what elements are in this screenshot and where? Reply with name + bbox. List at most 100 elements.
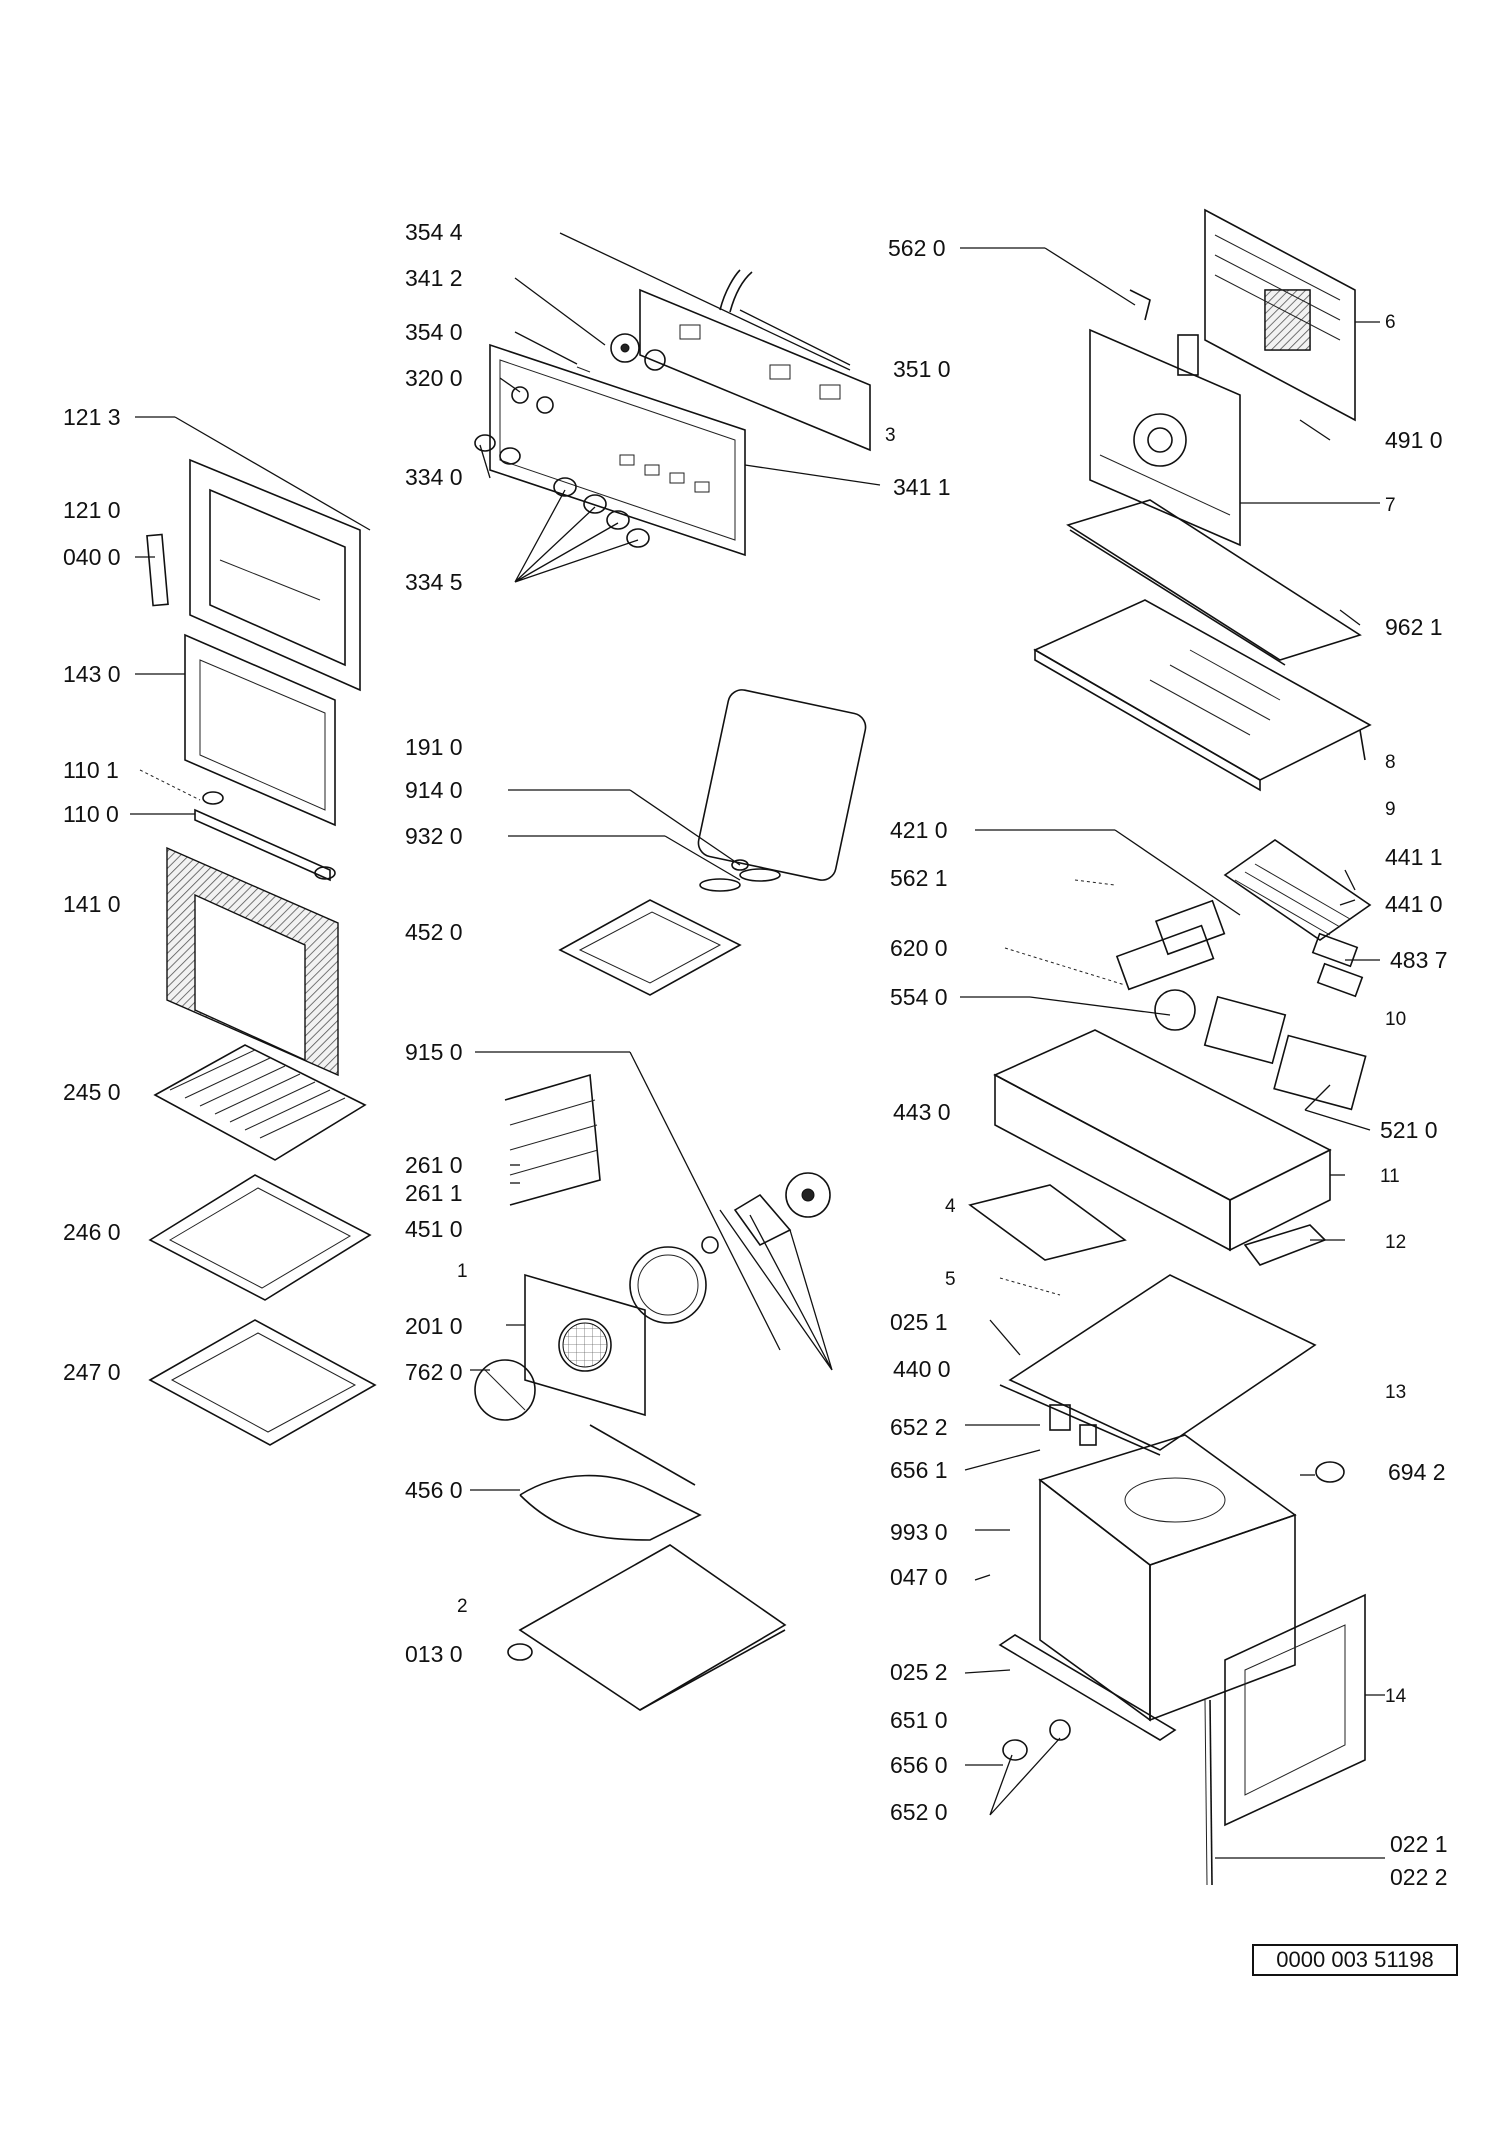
label-022-2: 022 2	[1390, 1864, 1448, 1890]
oven-base-part	[999, 1274, 1317, 1456]
label-group-4: 4	[945, 1196, 956, 1217]
label-491-0: 491 0	[1385, 427, 1443, 453]
label-354-0: 354 0	[405, 319, 463, 345]
label-334-5: 334 5	[405, 569, 463, 595]
label-group-3: 3	[885, 425, 896, 446]
label-040-0: 040 0	[63, 544, 121, 570]
label-656-1: 656 1	[890, 1457, 948, 1483]
inner-door-part	[184, 633, 336, 827]
cover-plates-part	[968, 1184, 1327, 1266]
label-351-0: 351 0	[893, 356, 951, 382]
label-group-6: 6	[1385, 312, 1396, 333]
label-993-0: 993 0	[890, 1519, 948, 1545]
label-521-0: 521 0	[1380, 1117, 1438, 1143]
label-110-1: 110 1	[63, 757, 119, 783]
label-022-1: 022 1	[1390, 1831, 1448, 1857]
hinge-rail-part	[1204, 1699, 1213, 1886]
label-141-0: 141 0	[63, 891, 121, 917]
label-440-0: 440 0	[893, 1356, 951, 1382]
label-914-0: 914 0	[405, 777, 463, 803]
bottom-panel-part	[507, 1544, 787, 1711]
label-694-2: 694 2	[1388, 1459, 1446, 1485]
label-261-1: 261 1	[405, 1180, 463, 1206]
timer-part	[1154, 989, 1367, 1111]
label-201-0: 201 0	[405, 1313, 463, 1339]
leader-lines	[130, 232, 1385, 1859]
top-cover-part	[1033, 599, 1372, 792]
label-191-0: 191 0	[405, 734, 463, 760]
label-341-1: 341 1	[893, 474, 951, 500]
label-group-14: 14	[1385, 1686, 1407, 1707]
label-443-0: 443 0	[893, 1099, 951, 1125]
label-421-0: 421 0	[890, 817, 948, 843]
label-441-0: 441 0	[1385, 891, 1443, 917]
door-trim-part	[194, 791, 336, 882]
circular-element-part	[629, 1246, 707, 1324]
label-656-0: 656 0	[890, 1752, 948, 1778]
fan-motor-part	[701, 1172, 831, 1254]
lamp-part	[1002, 1404, 1345, 1761]
label-441-1: 441 1	[1385, 844, 1443, 870]
label-915-0: 915 0	[405, 1039, 463, 1065]
label-562-1: 562 1	[890, 865, 948, 891]
label-562-0: 562 0	[888, 235, 946, 261]
top-heating-element-part	[558, 859, 781, 996]
label-651-0: 651 0	[890, 1707, 948, 1733]
label-group-13: 13	[1385, 1382, 1406, 1403]
label-620-0: 620 0	[890, 935, 948, 961]
fan-gasket-part	[474, 1359, 536, 1421]
label-652-2: 652 2	[890, 1414, 948, 1440]
label-110-0: 110 0	[63, 801, 119, 827]
label-456-0: 456 0	[405, 1477, 463, 1503]
label-962-1: 962 1	[1385, 614, 1443, 640]
label-483-7: 483 7	[1390, 947, 1448, 973]
wire-rack-part	[153, 1044, 367, 1161]
label-group-12: 12	[1385, 1232, 1406, 1253]
label-261-0: 261 0	[405, 1152, 463, 1178]
fan-cover-part	[524, 1273, 646, 1417]
outer-door-part	[146, 458, 361, 692]
label-245-0: 245 0	[63, 1079, 121, 1105]
label-group-8: 8	[1385, 752, 1396, 773]
label-341-2: 341 2	[405, 265, 463, 291]
label-354-4: 354 4	[405, 219, 463, 245]
oven-front-frame-part	[1224, 1593, 1366, 1827]
label-group-5: 5	[945, 1269, 956, 1290]
label-121-3: 121 3	[63, 404, 121, 430]
label-932-0: 932 0	[405, 823, 463, 849]
label-652-0: 652 0	[890, 1799, 948, 1825]
label-451-0: 451 0	[405, 1216, 463, 1242]
part-labels: 354 4 341 2 354 0 320 0 351 0 3 341 1 33…	[63, 219, 1448, 1890]
label-121-0: 121 0	[63, 497, 121, 523]
label-group-11: 11	[1380, 1166, 1400, 1187]
label-452-0: 452 0	[405, 919, 463, 945]
bottom-element-part	[519, 1424, 702, 1541]
knobs-part	[474, 366, 650, 548]
label-013-0: 013 0	[405, 1641, 463, 1667]
label-group-1: 1	[457, 1261, 468, 1282]
deep-tray-part	[148, 1319, 377, 1446]
label-247-0: 247 0	[63, 1359, 121, 1385]
label-143-0: 143 0	[63, 661, 121, 687]
rear-cover-part	[1204, 208, 1356, 422]
document-number: 0000 003 51198	[1252, 1944, 1458, 1976]
label-025-1: 025 1	[890, 1309, 948, 1335]
label-025-2: 025 2	[890, 1659, 948, 1685]
bottom-rail-part	[998, 1634, 1177, 1741]
label-334-0: 334 0	[405, 464, 463, 490]
label-group-2: 2	[457, 1596, 468, 1617]
cooling-fan-part	[1223, 839, 1372, 941]
relay-board-part	[1115, 899, 1364, 998]
label-246-0: 246 0	[63, 1219, 121, 1245]
oven-cavity-part	[1038, 1434, 1297, 1722]
label-group-9: 9	[1385, 799, 1396, 820]
baking-tray-part	[148, 1174, 372, 1301]
control-panel-part	[489, 343, 746, 557]
lower-housing-part	[993, 1029, 1332, 1252]
label-320-0: 320 0	[405, 365, 463, 391]
insulation-part	[1066, 499, 1362, 666]
label-762-0: 762 0	[405, 1359, 463, 1385]
label-554-0: 554 0	[890, 984, 948, 1010]
front-glass-part	[166, 846, 339, 1077]
